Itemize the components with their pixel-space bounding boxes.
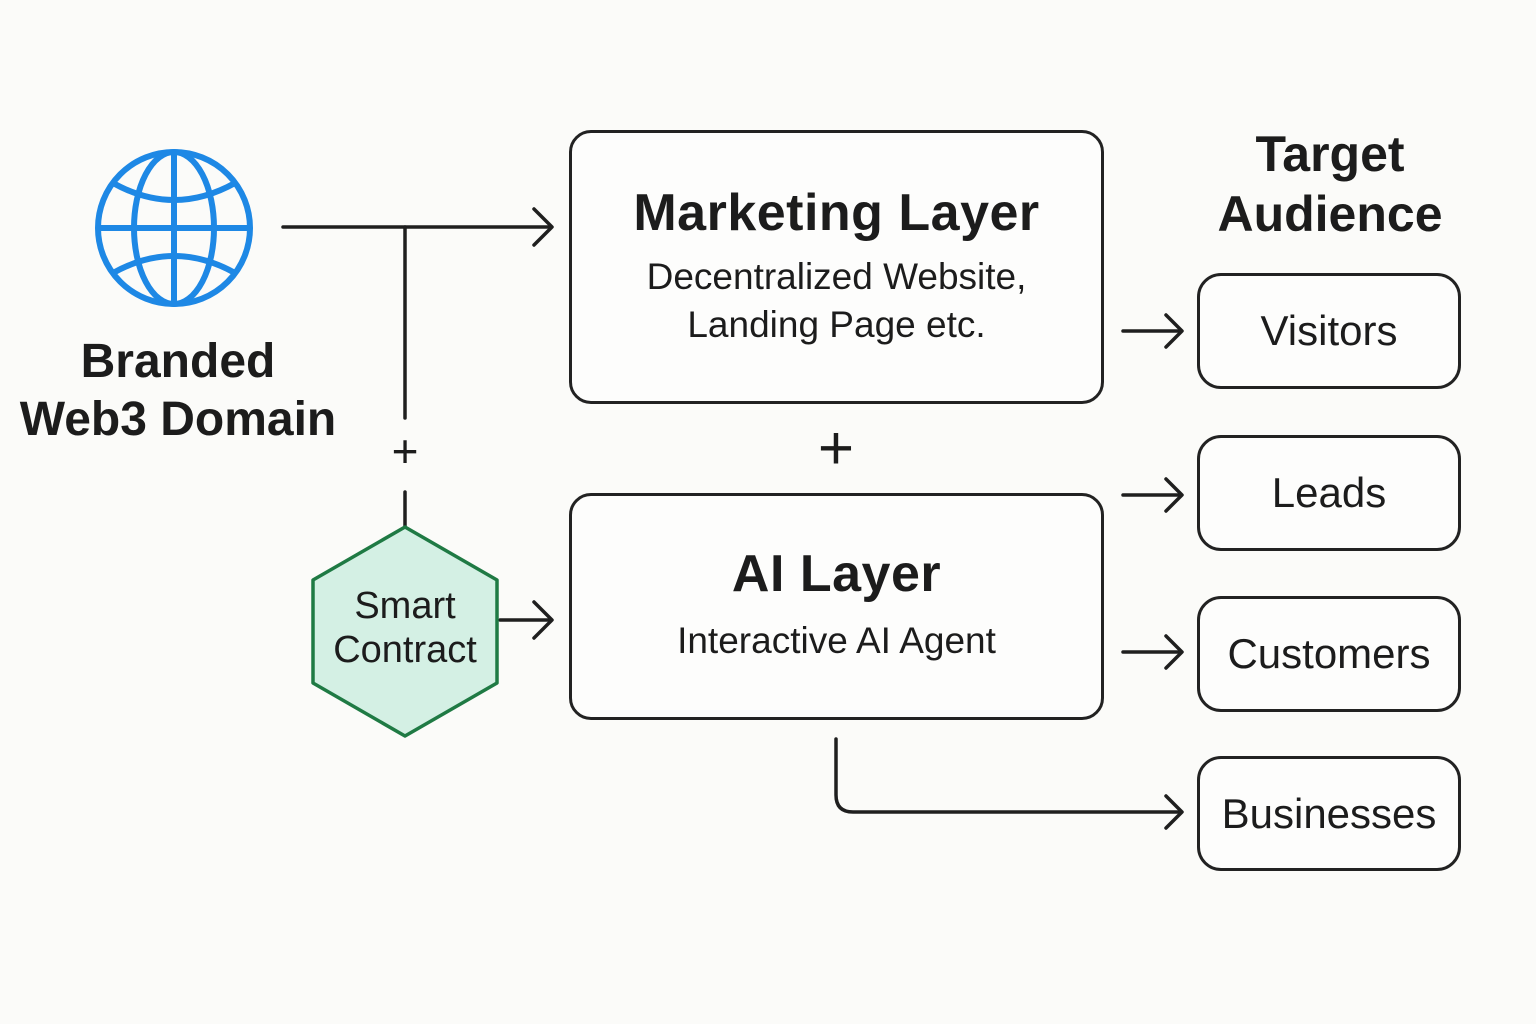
smart-contract-line2: Contract (333, 628, 477, 671)
arrow-head (1164, 477, 1184, 513)
marketing-layer-title: Marketing Layer (633, 184, 1040, 243)
arrow-head (532, 207, 554, 247)
smart-contract-hexagon (311, 525, 499, 738)
audience-visitors: Visitors (1197, 273, 1461, 389)
plus-sign-layers: + (817, 414, 855, 483)
globe-icon (93, 147, 255, 309)
domain-label-line1: Branded (80, 335, 276, 388)
target-audience-heading: Target Audience (1190, 124, 1470, 244)
domain-label: Branded Web3 Domain (0, 333, 356, 448)
audience-leads: Leads (1197, 435, 1461, 551)
smart-contract-label: Smart Contract (313, 585, 497, 672)
marketing-subtitle-line2: Landing Page etc. (687, 303, 986, 345)
arrow-head (532, 600, 554, 640)
domain-label-line2: Web3 Domain (19, 392, 337, 446)
marketing-layer-box: Marketing Layer Decentralized Website, L… (569, 130, 1104, 404)
target-audience-line1: Target (1255, 126, 1405, 182)
target-audience-line2: Audience (1217, 186, 1443, 242)
arrow-head (1164, 313, 1184, 349)
ai-layer-title: AI Layer (731, 545, 942, 603)
audience-customers: Customers (1197, 596, 1461, 712)
ai-layer-box: AI Layer Interactive AI Agent (569, 493, 1104, 720)
marketing-subtitle-line1: Decentralized Website, (646, 255, 1027, 297)
marketing-layer-subtitle: Decentralized Website, Landing Page etc. (647, 253, 1027, 349)
smart-contract-line1: Smart (354, 585, 456, 627)
arrow-head (1164, 634, 1184, 670)
arrow-ai-to-businesses (834, 737, 1182, 814)
arrow-head (1164, 794, 1184, 830)
plus-sign-branch: + (391, 425, 419, 477)
ai-layer-subtitle: Interactive AI Agent (677, 620, 996, 662)
audience-businesses: Businesses (1197, 756, 1461, 871)
